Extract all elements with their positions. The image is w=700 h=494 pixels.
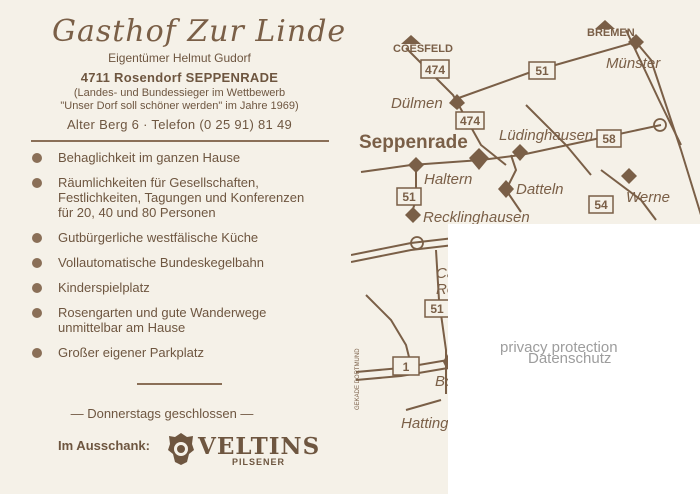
town-marker-icon (628, 34, 644, 50)
place-coesfeld: COESFELD (393, 43, 453, 55)
place-werne: Werne (626, 189, 670, 206)
road-51-label: 51 (535, 64, 549, 78)
bullet-icon (32, 283, 42, 293)
feature-list: Behaglichkeit im ganzen Hause Räumlichke… (32, 150, 322, 370)
road-line (365, 294, 412, 366)
junction-icon (653, 118, 667, 132)
owner-line: Eigentümer Helmut Gudorf (108, 51, 251, 65)
place-duelmen: Dülmen (391, 95, 443, 112)
road-54-label: 54 (594, 198, 608, 212)
brand-sub: PILSENER (232, 457, 286, 467)
feature-item: Großer eigener Parkplatz (32, 345, 322, 360)
place-recklinghausen: Recklinghausen (423, 209, 530, 226)
gasthof-title: Gasthof Zur Linde (52, 14, 347, 49)
road-line (435, 249, 447, 394)
privacy-blank-area (448, 224, 700, 494)
address-line: 4711 Rosendorf SEPPENRADE (80, 70, 279, 85)
closed-notice: — Donnerstags geschlossen — (70, 406, 254, 421)
road-shield (528, 61, 556, 80)
road-map: 474 51 474 58 51 54 51 1 COESFELD BREMEN… (351, 20, 700, 432)
road-shield (588, 195, 614, 214)
place-seppenrade: Seppenrade (359, 132, 468, 153)
road-shield (392, 356, 420, 376)
feature-item: Rosengarten und gute Wanderwege unmittel… (32, 305, 322, 335)
veltins-crest-icon (168, 433, 194, 465)
place-muenster: Münster (606, 55, 661, 72)
road-line (635, 41, 700, 216)
place-bremen: BREMEN (587, 27, 635, 39)
bullet-icon (32, 348, 42, 358)
feature-item: Kinderspielplatz (32, 280, 322, 295)
road-shield (396, 187, 422, 206)
brand-name: VELTINS (198, 433, 321, 460)
map-credit: GEKADE DORTMUND (355, 348, 361, 410)
road-line (355, 367, 449, 381)
tap-label: Im Ausschank: (58, 438, 150, 453)
footer-divider (137, 383, 222, 385)
road-1-label: 1 (403, 360, 410, 374)
road-line (600, 169, 657, 221)
town-marker-icon (469, 148, 489, 170)
road-474-label: 474 (425, 63, 445, 77)
contest-line-2: "Unser Dorf soll schöner werden" im Jahr… (60, 100, 299, 112)
junction-icon (410, 236, 424, 250)
watermark-line-2: Datenschutz (528, 350, 612, 367)
contest-line-1: (Landes- und Bundessieger im Wettbewerb (73, 87, 286, 99)
road-shield (596, 129, 622, 148)
watermark-line-1: privacy protection (500, 339, 618, 356)
bullet-icon (32, 233, 42, 243)
place-datteln: Datteln (516, 181, 564, 198)
road-51-label: 51 (402, 190, 416, 204)
street-phone-line: Alter Berg 6 · Telefon (0 25 91) 81 49 (66, 117, 293, 132)
town-marker-icon (498, 180, 514, 198)
bullet-icon (32, 258, 42, 268)
place-hattingen: Hatting (401, 415, 449, 432)
road-line (504, 154, 522, 213)
road-shield (455, 111, 485, 130)
road-58-label: 58 (602, 132, 616, 146)
road-shield (420, 59, 450, 79)
bullet-icon (32, 178, 42, 188)
town-marker-icon (512, 144, 528, 161)
town-marker-icon (408, 157, 424, 173)
bullet-icon (32, 308, 42, 318)
road-line (480, 124, 662, 161)
road-51-label: 51 (430, 302, 444, 316)
bullet-icon (32, 153, 42, 163)
road-line (405, 399, 442, 411)
town-marker-icon (449, 94, 465, 110)
road-line (525, 104, 592, 176)
town-marker-icon (595, 20, 615, 29)
road-474-label: 474 (460, 114, 480, 128)
place-haltern: Haltern (424, 171, 472, 188)
town-marker-icon (401, 35, 421, 44)
feature-item: Räumlichkeiten für Gesellschaften, Festl… (32, 175, 322, 220)
town-marker-icon (621, 168, 637, 184)
feature-item: Gutbürgerliche westfälische Küche (32, 230, 322, 245)
road-line (625, 29, 682, 146)
place-luedinghausen: Lüdinghausen (499, 127, 593, 144)
feature-item: Vollautomatische Bundeskegelbahn (32, 255, 322, 270)
header-divider (31, 140, 329, 142)
town-marker-icon (405, 207, 421, 223)
feature-item: Behaglichkeit im ganzen Hause (32, 150, 322, 165)
